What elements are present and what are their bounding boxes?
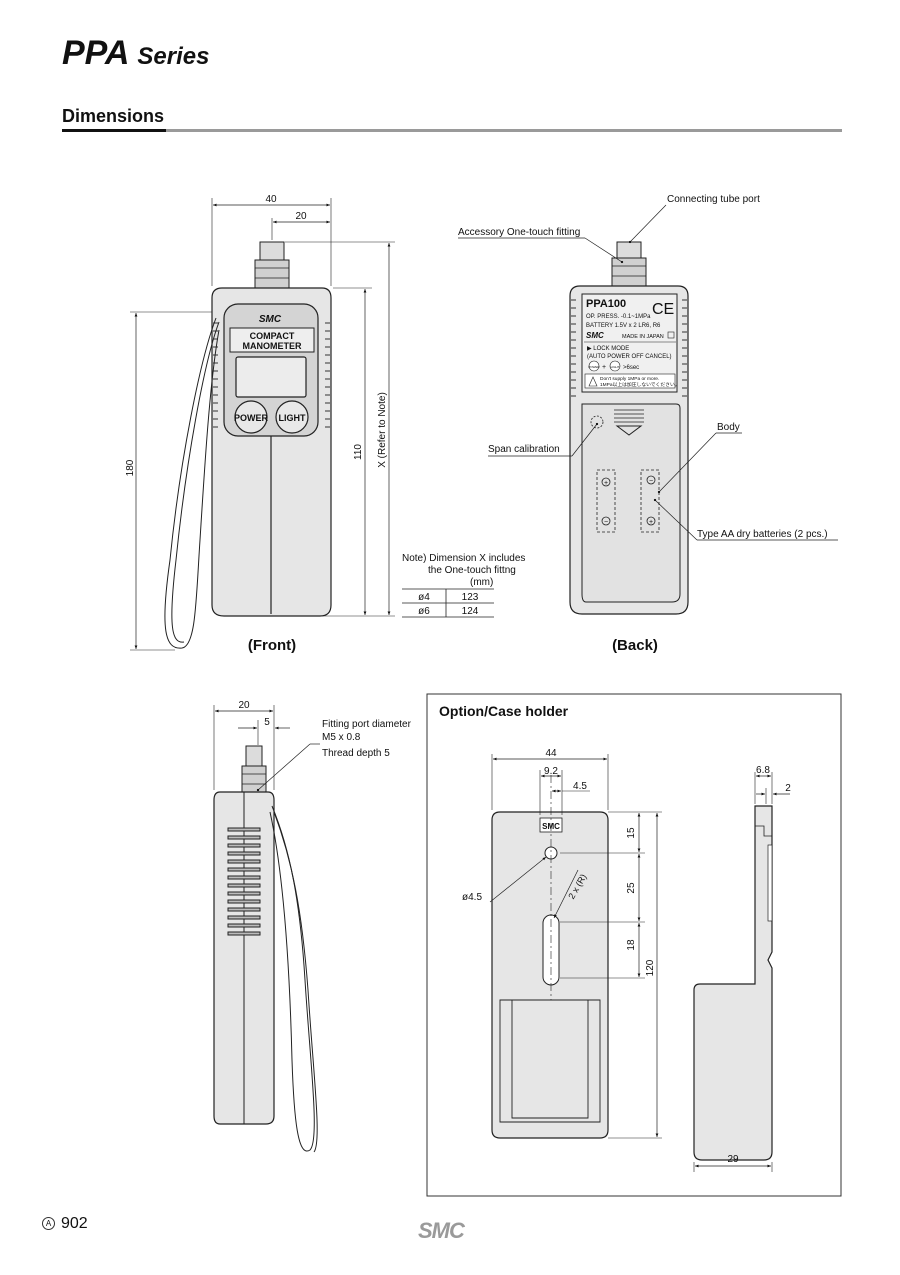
battery-minus-left: − <box>604 519 608 526</box>
back-battery: BATTERY 1.5V x 2 LR6, R6 <box>586 323 661 329</box>
back-model: PPA100 <box>586 298 626 310</box>
back-warning-en: Don't supply 1MPa or more. <box>600 376 659 382</box>
power-button-label: POWER <box>234 413 269 423</box>
side-callout-line3: Thread depth 5 <box>322 748 390 759</box>
front-dim-body: 110 <box>353 444 364 460</box>
back-time: >6sec <box>623 365 639 371</box>
power-button-icon <box>234 400 268 434</box>
front-dim-height: 180 <box>125 459 136 476</box>
warning-icon <box>588 376 598 387</box>
table-row-port: ø6 <box>418 606 430 617</box>
back-plus-sign: + <box>602 364 606 371</box>
case-dim-120: 120 <box>645 959 656 976</box>
ce-mark-icon: CE <box>652 301 674 318</box>
table-row-x: 123 <box>462 592 479 603</box>
series-suffix: Series <box>137 43 210 70</box>
case-dim-hole: ø4.5 <box>462 892 482 903</box>
header-rule <box>62 129 842 132</box>
page-title: PPA Series <box>62 34 209 73</box>
case-dim-width: 44 <box>545 748 557 759</box>
note-table: Note) Dimension X includes the One-touch… <box>402 553 525 618</box>
case-dim-2: 2 <box>785 783 791 794</box>
back-lock-mode: ▶ LOCK MODE <box>587 346 629 352</box>
case-dim-25: 25 <box>626 882 637 894</box>
front-caption: (Front) <box>248 637 296 654</box>
case-holder-title: Option/Case holder <box>439 703 569 719</box>
light-key-icon <box>609 360 621 372</box>
side-dim-width: 20 <box>238 700 250 711</box>
callout-span: Span calibration <box>488 444 560 455</box>
span-screw-icon <box>590 415 604 429</box>
side-view: 20 5 Fitting port diameter M5 x 0.8 Thre… <box>213 700 412 1153</box>
side-callout-line2: M5 x 0.8 <box>322 732 361 743</box>
front-dim-width: 40 <box>265 194 277 205</box>
case-holder-panel: Option/Case holder SMC 44 9.2 4.5 15 25 … <box>426 693 842 1197</box>
back-warning-jp: 1MPa以上は加圧しないでください。 <box>600 381 680 388</box>
front-dim-half: 20 <box>295 211 307 222</box>
callout-batteries: Type AA dry batteries (2 pcs.) <box>697 529 828 540</box>
back-press: OP. PRESS. -0.1~1MPa <box>586 314 651 320</box>
table-row-port: ø4 <box>418 592 430 603</box>
back-power-key: POWER <box>588 365 600 369</box>
side-callout-line1: Fitting port diameter <box>322 719 412 730</box>
power-key-icon <box>588 360 600 372</box>
side-dim-port: 5 <box>264 717 270 728</box>
front-view: SMC COMPACT MANOMETER POWER LIGHT 40 20 … <box>125 194 395 654</box>
light-button-label: LIGHT <box>279 413 306 423</box>
front-logo: SMC <box>259 314 282 325</box>
front-label-line1: COMPACT <box>250 331 295 341</box>
note-line2: the One-touch fittng <box>428 565 516 576</box>
header-rule-accent <box>62 129 166 132</box>
front-label-line2: MANOMETER <box>243 341 302 351</box>
back-made-in: MADE IN JAPAN <box>622 334 664 340</box>
battery-minus-right: − <box>649 478 653 485</box>
back-light-key: LIGHT <box>611 365 620 369</box>
callout-body: Body <box>717 422 740 433</box>
battery-plus-right: + <box>649 519 653 526</box>
callout-tube-port: Connecting tube port <box>667 194 760 205</box>
page-number-value: 902 <box>61 1215 88 1232</box>
case-dim-15: 15 <box>626 827 637 839</box>
section-title: Dimensions <box>62 106 165 126</box>
case-dim-18: 18 <box>626 939 637 951</box>
recycle-mark-icon <box>667 331 675 339</box>
case-dim-45: 4.5 <box>573 781 587 792</box>
back-brand: SMC <box>586 331 604 340</box>
case-dim-29: 29 <box>727 1154 739 1165</box>
back-view: PPA100 CE OP. PRESS. -0.1~1MPa BATTERY 1… <box>458 194 838 654</box>
note-unit: (mm) <box>470 577 493 588</box>
back-lock-desc: (AUTO POWER OFF CANCEL) <box>587 354 672 360</box>
series-name: PPA <box>62 34 130 72</box>
front-dim-x: X (Refer to Note) <box>377 392 388 468</box>
page-number: A 902 <box>42 1215 88 1233</box>
light-button-icon <box>275 400 309 434</box>
note-line1: Note) Dimension X includes <box>402 553 525 564</box>
back-caption: (Back) <box>612 637 658 654</box>
circle-a-icon: A <box>42 1217 55 1230</box>
table-row-x: 124 <box>462 606 479 617</box>
callout-fitting: Accessory One-touch fitting <box>458 227 580 238</box>
case-dim-92: 9.2 <box>544 766 558 777</box>
footer-logo: SMC <box>418 1218 465 1243</box>
case-dim-68: 6.8 <box>756 765 770 776</box>
battery-plus-left: + <box>604 480 608 487</box>
